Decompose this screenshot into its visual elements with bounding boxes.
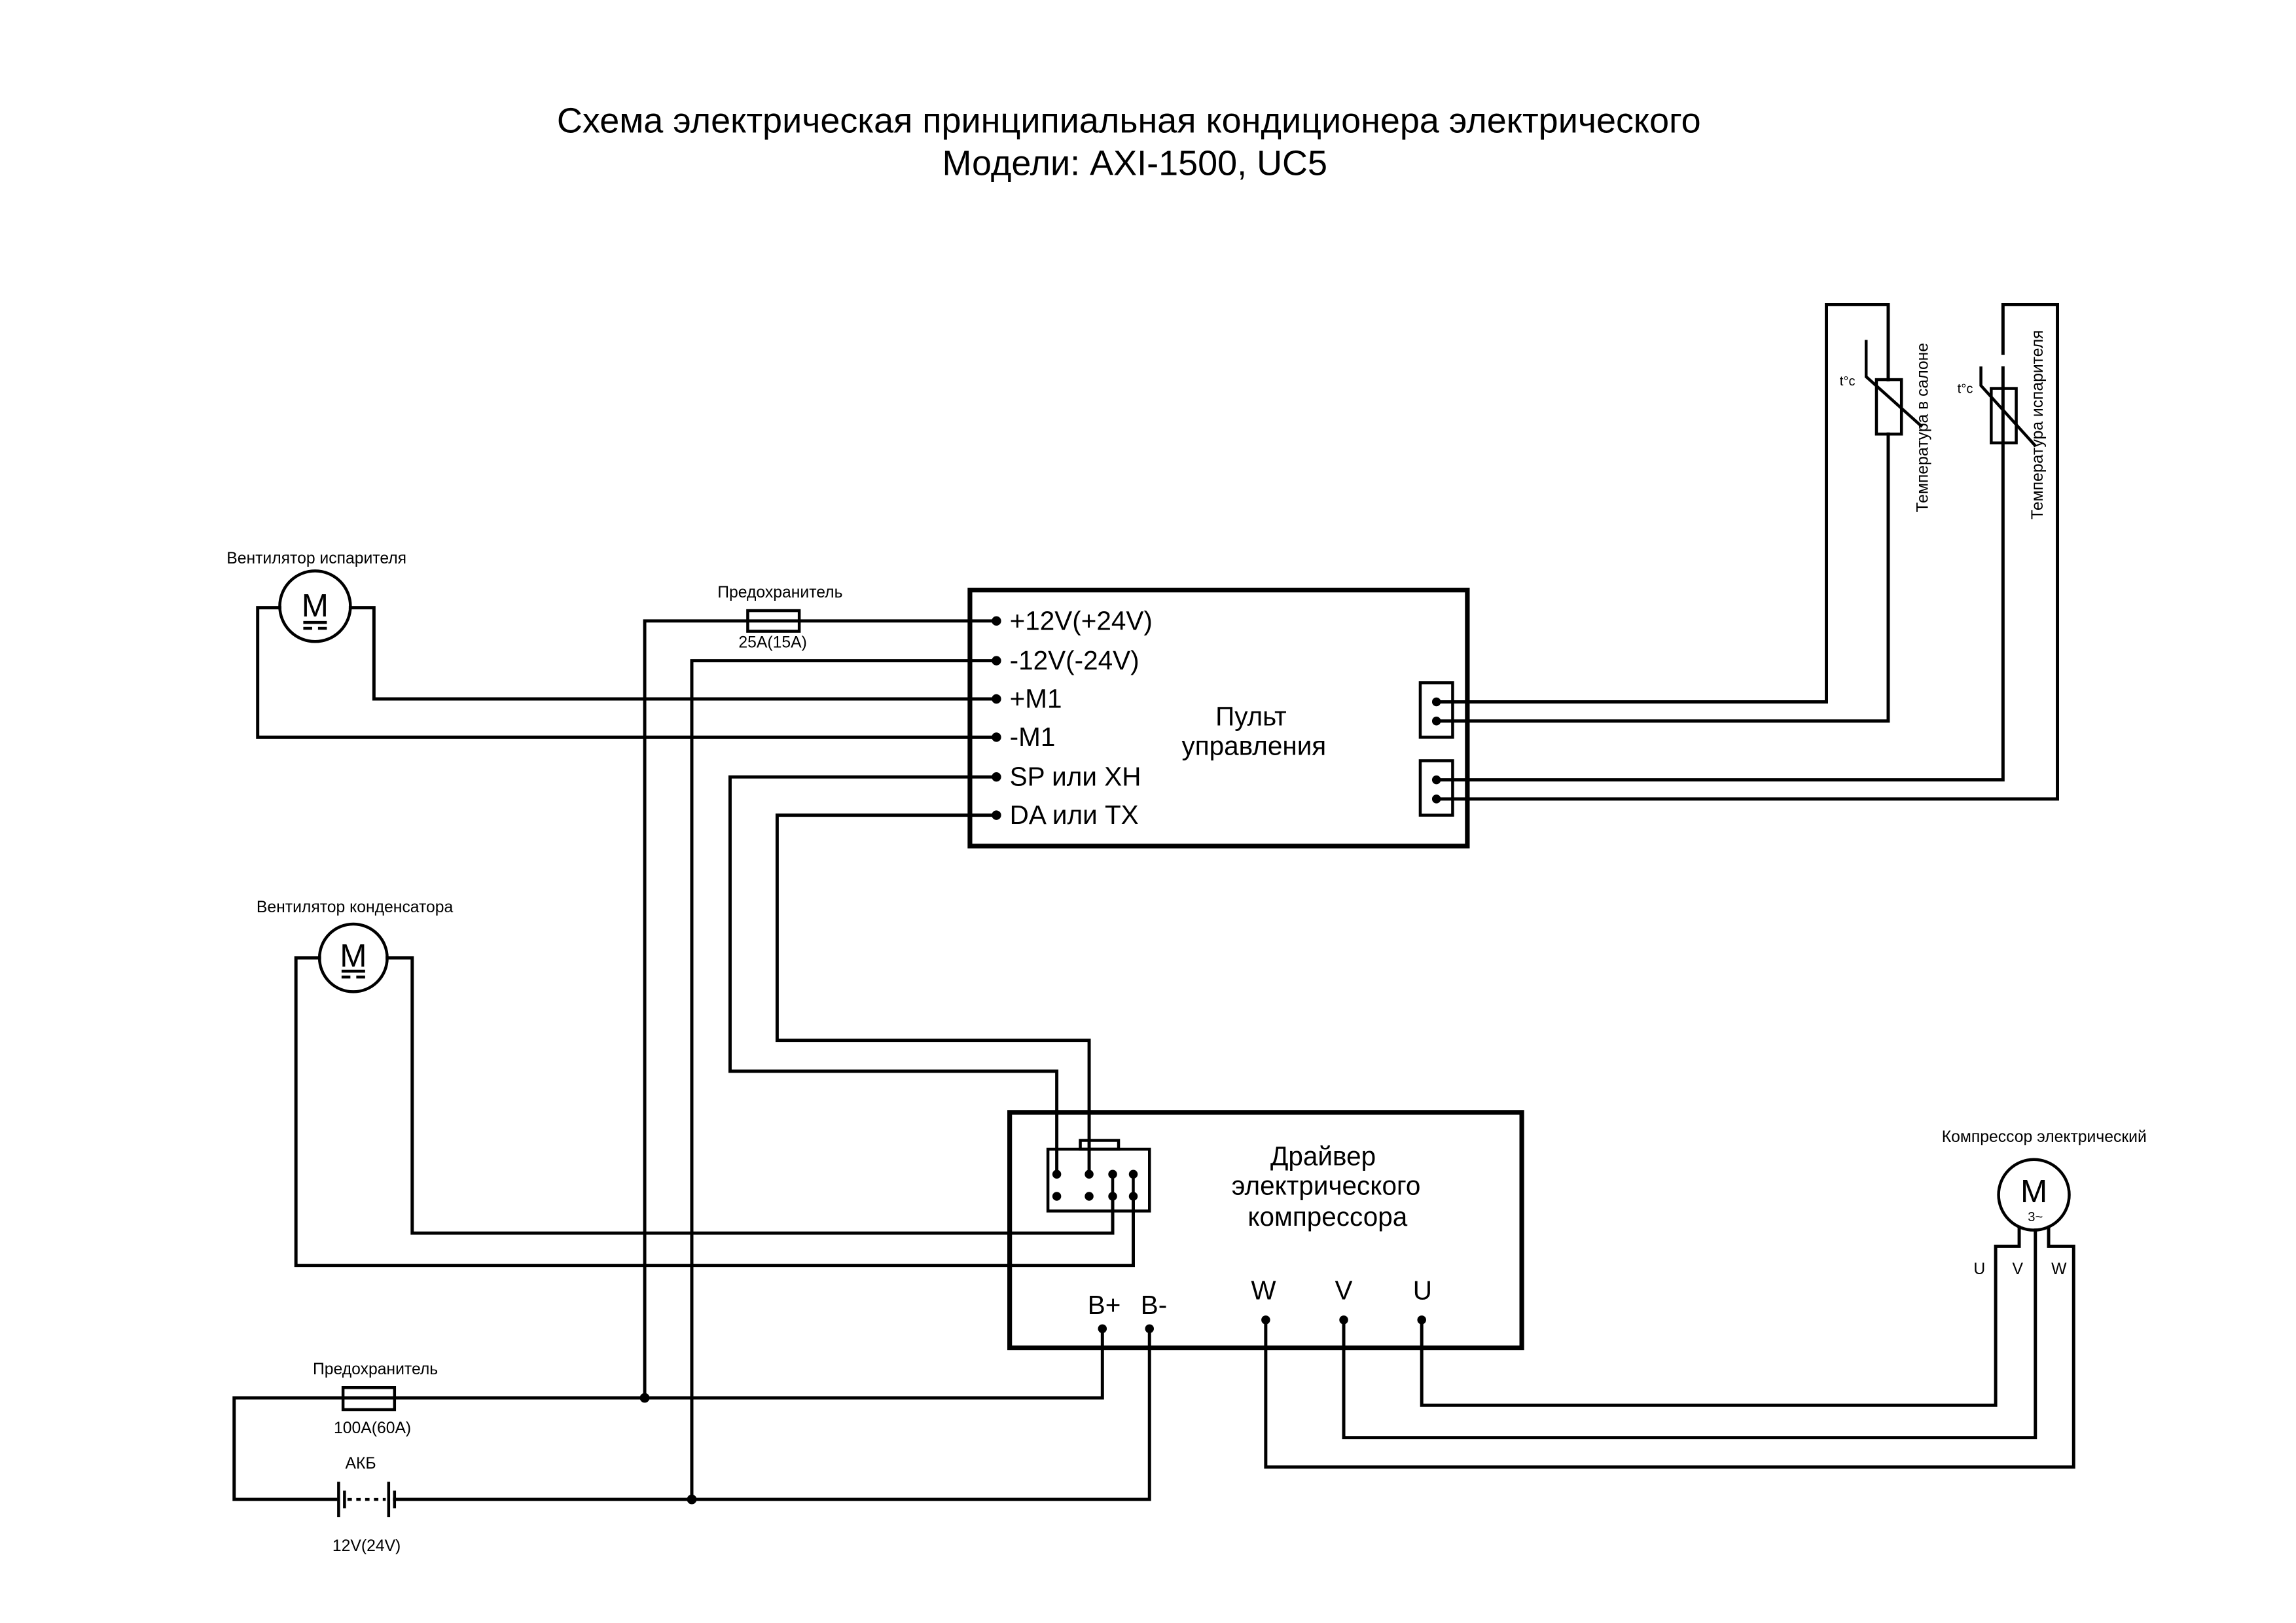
compressor-label: Компрессор электрический <box>1942 1128 2147 1146</box>
terminal-u: U <box>1973 1260 1985 1278</box>
terminal-v: V <box>2013 1260 2024 1278</box>
fuse-top: Предохранитель 25A(15A) <box>717 584 842 651</box>
wire-cabin-sensor-a <box>1435 302 1890 704</box>
fuse-bottom: Предохранитель 100A(60A) <box>313 1361 438 1437</box>
battery: АКБ 12V(24V) <box>332 1455 401 1555</box>
evaporator-fan-label: Вентилятор испарителя <box>226 550 406 567</box>
sensor-connector-evaporator <box>1418 759 1454 817</box>
phase-symbol: 3~ <box>2028 1210 2043 1224</box>
thermistor-symbol: t°c <box>1958 382 1973 396</box>
control-panel: Пульт управления +12V(+24V) -12V(-24V) +… <box>967 588 1470 849</box>
wire-phase-u <box>1420 1225 2021 1407</box>
terminal-w: W <box>2051 1260 2067 1278</box>
wire-cond-fan-b <box>294 956 1135 1268</box>
wire-cond-fan-a <box>386 956 1115 1235</box>
junction-minus <box>687 1494 697 1505</box>
diagram-subtitle: Модели: AXI-1500, UC5 <box>942 144 1327 183</box>
driver-title: Драйвер <box>1270 1141 1376 1171</box>
fuse-top-label: Предохранитель <box>717 584 842 601</box>
battery-icon <box>337 1482 397 1518</box>
pin-b-plus: B+ <box>1088 1290 1121 1320</box>
control-panel-box <box>967 588 1470 849</box>
pin-u: U <box>1413 1275 1432 1305</box>
fuse-top-rating: 25A(15A) <box>738 633 806 651</box>
cabin-sensor-label: Температура в салоне <box>1914 343 1932 512</box>
evaporator-sensor-label: Температура испарителя <box>2029 330 2047 519</box>
wire-evap-fan-minus <box>256 606 997 739</box>
motor-symbol: M <box>302 588 329 624</box>
driver-subtitle: электрического <box>1232 1171 1421 1201</box>
pin-plus-m1: +M1 <box>1010 683 1062 713</box>
thermistor-symbol: t°c <box>1840 374 1856 389</box>
cabin-temperature-sensor: t°c Температура в салоне <box>1840 340 1932 512</box>
sensor-connector-cabin <box>1418 681 1454 739</box>
wire-phase-v <box>1342 1228 2037 1440</box>
condenser-fan-label: Вентилятор конденсатора <box>257 899 454 916</box>
pin-minus-m1: -M1 <box>1010 722 1056 752</box>
pin-w: W <box>1251 1275 1276 1305</box>
diagram-title: Схема электрическая принципиальная конди… <box>557 101 1701 140</box>
evaporator-fan: Вентилятор испарителя M <box>226 550 406 643</box>
fuse-icon <box>341 1386 397 1412</box>
thermistor-icon <box>1990 387 2018 445</box>
wire-sp-xh <box>728 775 1059 1176</box>
wire-plus-supply <box>643 619 997 1400</box>
control-panel-title: Пульт <box>1215 701 1287 731</box>
electric-compressor: Компрессор электрический M 3~ U V W <box>1942 1128 2147 1278</box>
driver-subtitle2: компрессора <box>1247 1202 1407 1232</box>
fuse-bottom-label: Предохранитель <box>313 1361 438 1378</box>
condenser-fan: Вентилятор конденсатора M <box>257 899 454 993</box>
pin-da-tx: DA или TX <box>1010 800 1139 830</box>
wire-cabin-sensor-b <box>1435 432 1890 723</box>
wire-da-tx <box>775 813 1091 1176</box>
junction-plus <box>639 1393 650 1403</box>
pin-b-minus: B- <box>1141 1290 1167 1320</box>
driver-connector <box>1046 1139 1151 1213</box>
compressor-driver: Драйвер электрического компрессора B+ B-… <box>1007 1110 1524 1351</box>
motor-symbol: M <box>2020 1173 2047 1209</box>
pin-minus-12v: -12V(-24V) <box>1010 645 1139 675</box>
motor-symbol: M <box>340 938 367 974</box>
control-panel-subtitle: управления <box>1182 730 1327 760</box>
wire-evap-fan-plus <box>348 606 997 701</box>
wire-phase-w <box>1264 1225 2075 1469</box>
pin-plus-12v: +12V(+24V) <box>1010 605 1153 635</box>
wire-b-minus <box>393 1327 1151 1501</box>
evaporator-temperature-sensor: t°c Температура испарителя <box>1958 330 2047 519</box>
pin-sp-xh: SP или XH <box>1010 762 1141 792</box>
wire-minus-supply <box>690 659 997 1501</box>
pin-v: V <box>1335 1275 1353 1305</box>
fuse-bottom-rating: 100A(60A) <box>334 1419 411 1437</box>
wire-b-plus <box>232 1327 1104 1501</box>
battery-label: АКБ <box>346 1455 376 1472</box>
battery-voltage: 12V(24V) <box>332 1537 401 1555</box>
wire-evap-sensor-b <box>1435 302 2059 801</box>
wire-evap-sensor-a <box>1435 366 2005 782</box>
